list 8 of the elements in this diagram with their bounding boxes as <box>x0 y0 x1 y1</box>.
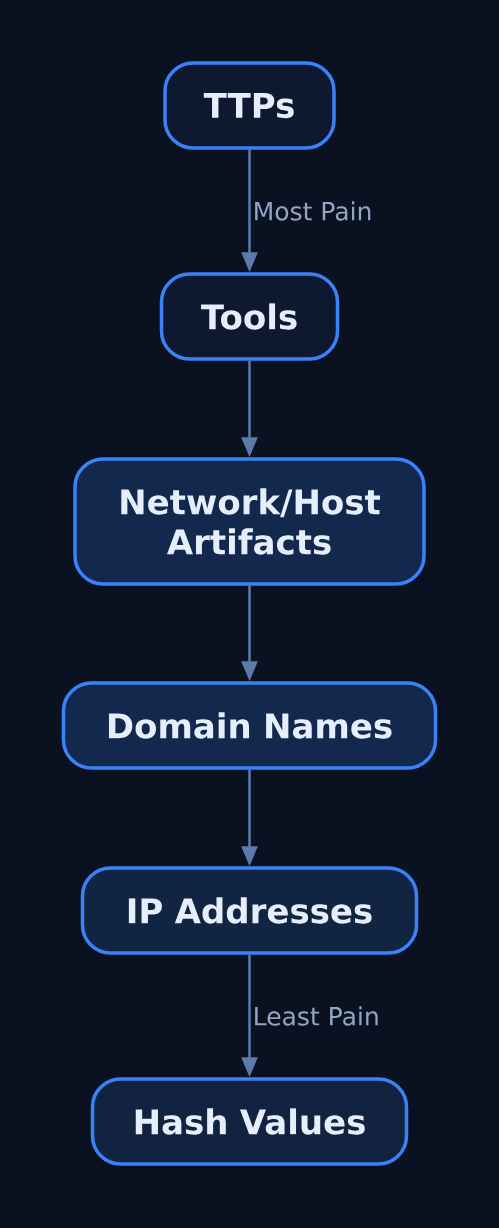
level-box: Network/Host Artifacts <box>73 457 426 586</box>
level-box: Tools <box>159 272 340 361</box>
level-box: Domain Names <box>61 681 438 770</box>
level-box: TTPs <box>163 61 336 150</box>
level-box: Hash Values <box>90 1077 409 1166</box>
level-box: IP Addresses <box>80 866 419 955</box>
edge-label: Most Pain <box>251 200 374 222</box>
edge-label: Least Pain <box>251 1005 381 1027</box>
